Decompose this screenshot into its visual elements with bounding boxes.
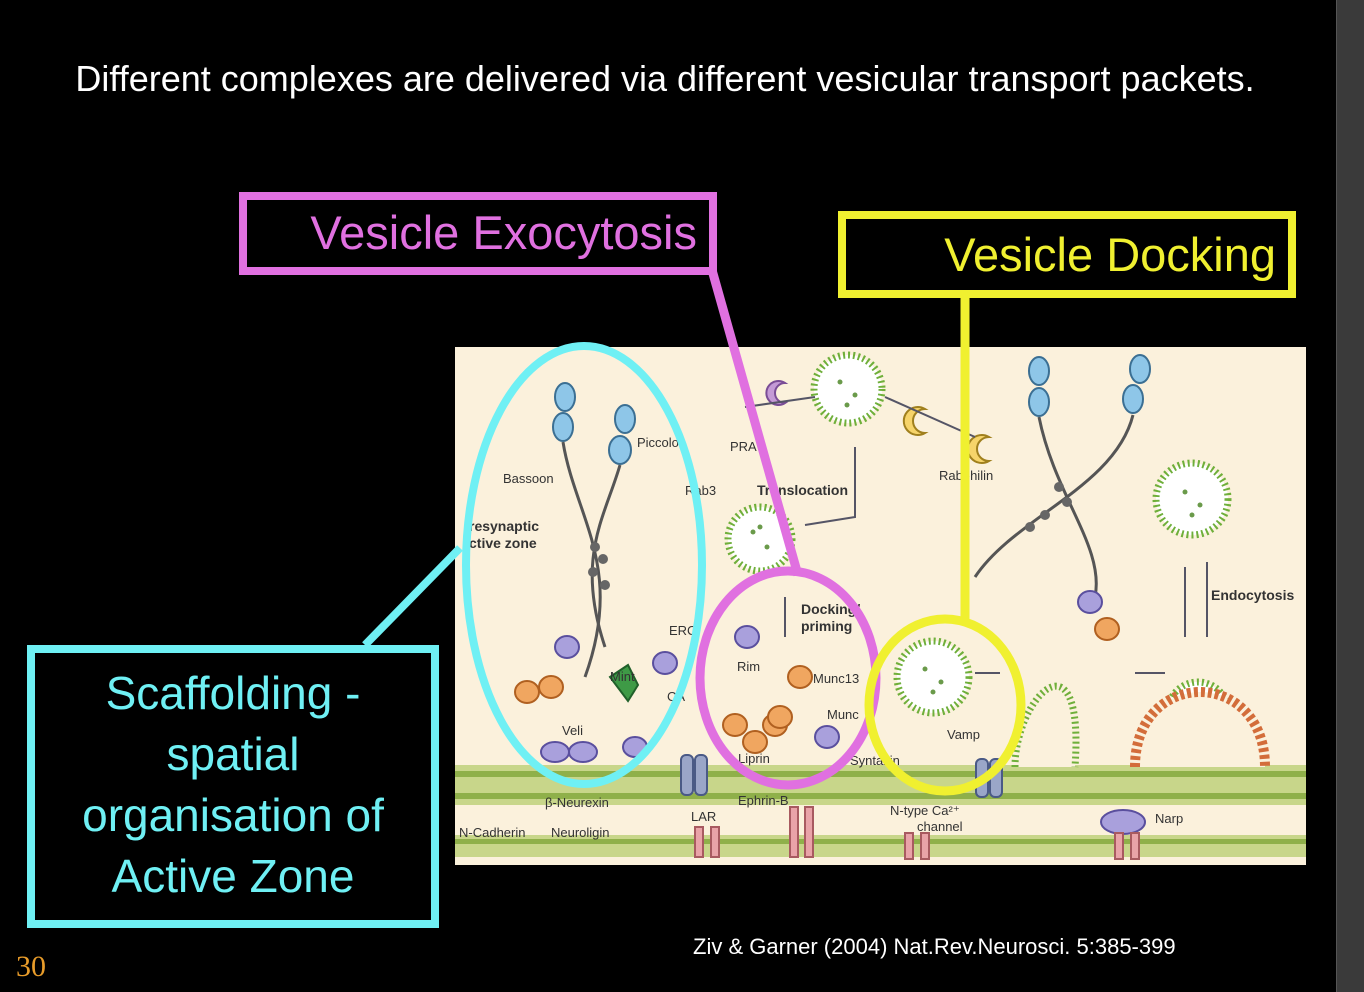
label-lar: LAR <box>691 809 716 824</box>
synapse-figure: Piccolo Bassoon resynaptic ctive zone PR… <box>455 347 1306 865</box>
label-n-type-1: N-type Ca²⁺ <box>890 803 960 818</box>
label-neuroligin: Neuroligin <box>551 825 610 840</box>
label-veli: Veli <box>562 723 583 738</box>
scrollbar[interactable] <box>1336 0 1364 992</box>
label-beta-neurexin: β-Neurexin <box>545 795 609 810</box>
clathrin-coat <box>1130 687 1270 768</box>
label-rim: Rim <box>737 659 760 674</box>
label-rabphilin: Rabphilin <box>939 468 993 483</box>
vesicle-exocytosis-callout: Vesicle Exocytosis <box>239 192 717 275</box>
scaffolding-connector <box>362 545 463 648</box>
vesicle-docking-callout: Vesicle Docking <box>838 211 1296 298</box>
label-ephrin-b: Ephrin-B <box>738 793 789 808</box>
label-munc: Munc <box>827 707 859 722</box>
label-cask: CA <box>667 689 685 704</box>
label-mint: Mint <box>610 669 635 684</box>
label-pra: PRA <box>730 439 757 454</box>
label-n-type-2: channel <box>917 819 963 834</box>
label-docking-2: priming <box>801 618 852 634</box>
label-rab3: Rab3 <box>685 483 716 498</box>
label-n-cadherin: N-Cadherin <box>459 825 525 840</box>
label-erc: ERC <box>669 623 696 638</box>
scaffolding-callout: Scaffolding - spatial organisation of Ac… <box>27 645 439 928</box>
label-endocytosis: Endocytosis <box>1211 587 1294 603</box>
label-munc13: Munc13 <box>813 671 859 686</box>
label-narp: Narp <box>1155 811 1183 826</box>
label-translocation: Translocation <box>757 482 848 498</box>
label-docking-1: Docking/ <box>801 601 860 617</box>
label-liprin: Liprin <box>738 751 770 766</box>
slide-title: Different complexes are delivered via di… <box>75 58 1255 99</box>
label-presynaptic-2: ctive zone <box>469 535 537 551</box>
page-number: 30 <box>16 950 46 983</box>
citation: Ziv & Garner (2004) Nat.Rev.Neurosci. 5:… <box>693 934 1176 959</box>
label-bassoon: Bassoon <box>503 471 554 486</box>
synapse-diagram: Piccolo Bassoon resynaptic ctive zone PR… <box>455 351 1306 860</box>
label-vamp: Vamp <box>947 727 980 742</box>
fusion-pore <box>1011 682 1080 768</box>
label-piccolo: Piccolo <box>637 435 679 450</box>
label-syntaxin: Syntaxin <box>850 753 900 768</box>
label-presynaptic-1: resynaptic <box>469 518 539 534</box>
